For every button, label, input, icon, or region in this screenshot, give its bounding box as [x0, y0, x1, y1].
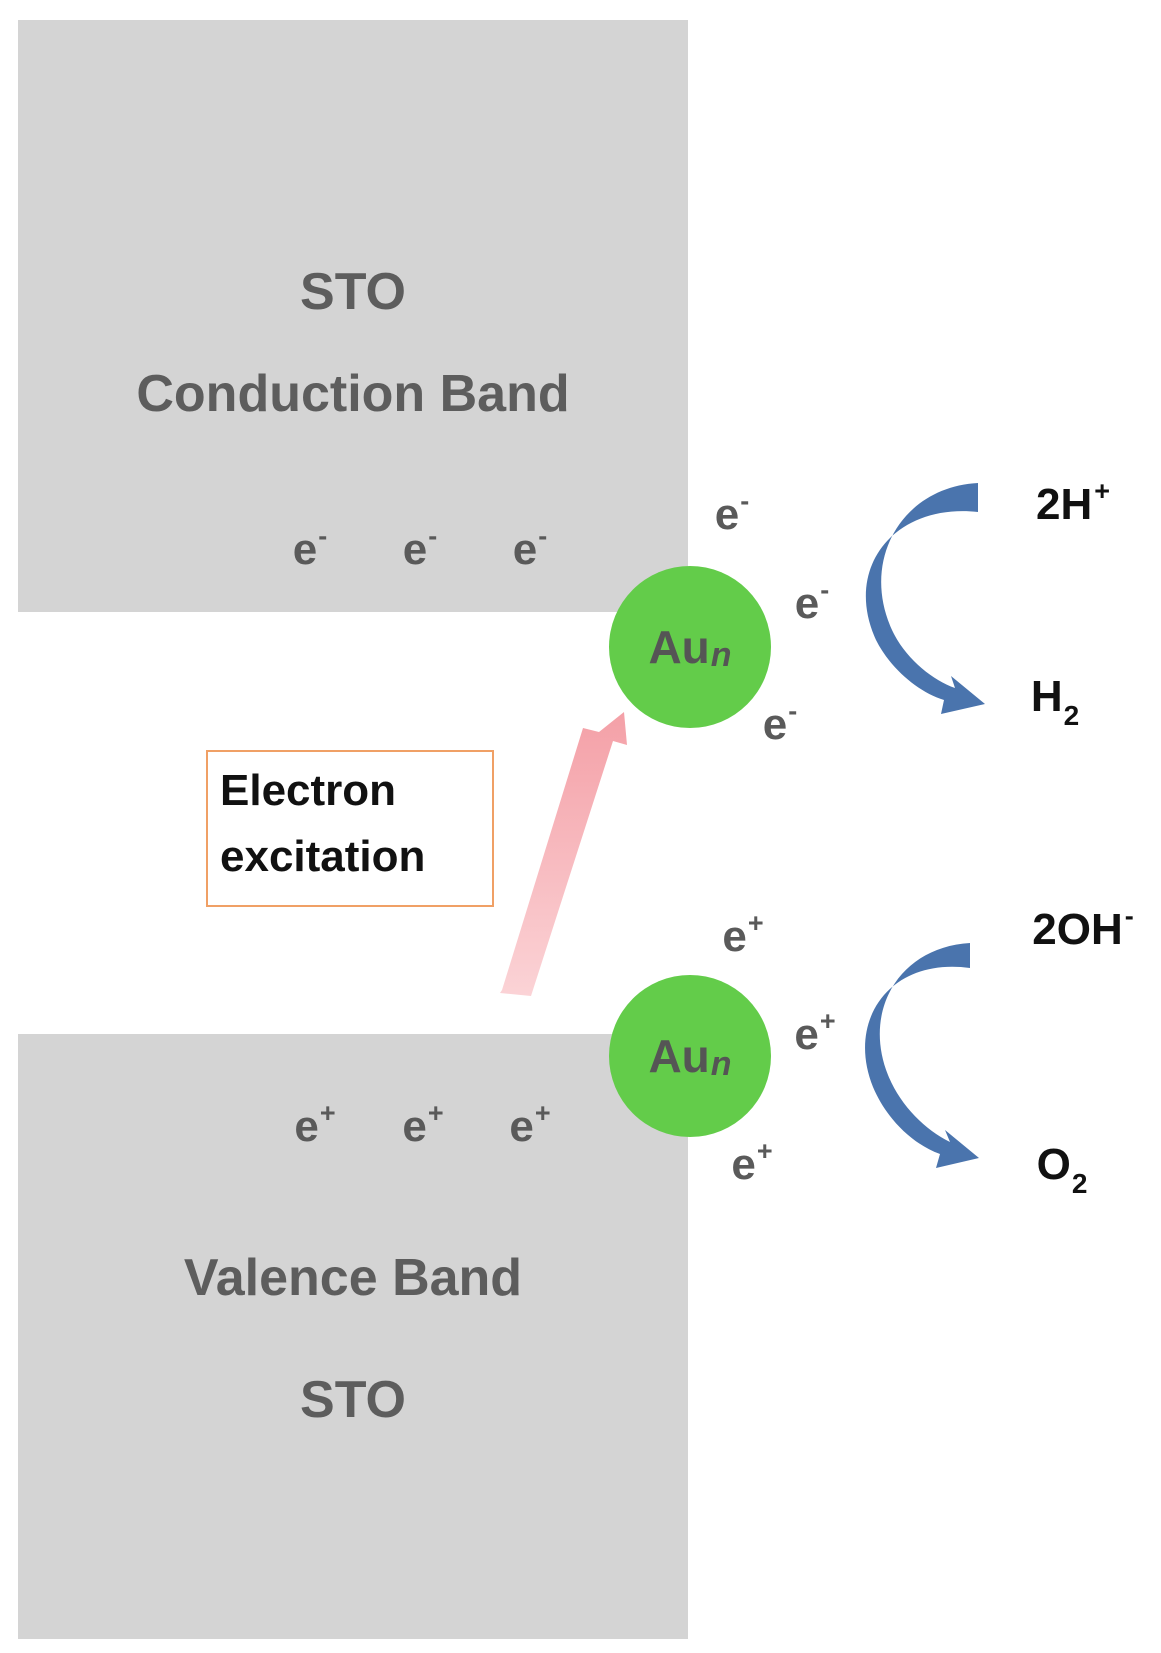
- au-label: Au: [648, 1030, 710, 1082]
- au-subscript: n: [710, 635, 732, 674]
- excitation-arrow-icon: [500, 712, 627, 996]
- cluster-hole: e+: [731, 1136, 773, 1189]
- excitation-label-line2: excitation: [220, 832, 426, 881]
- cluster-hole: e+: [794, 1006, 836, 1059]
- oxidation-curved-arrow-icon: [865, 943, 979, 1168]
- valence-band-material: STO: [300, 1371, 406, 1429]
- reduction-reactant: 2H+: [1035, 476, 1111, 529]
- excitation-label-box: Electron excitation: [206, 750, 494, 907]
- valence-band-label: Valence Band: [183, 1249, 523, 1307]
- conduction-band-label: Conduction Band: [136, 365, 570, 423]
- reduction-curved-arrow-icon: [865, 483, 985, 714]
- au-subscript: n: [710, 1044, 732, 1083]
- conduction-band: [18, 20, 688, 612]
- cluster-electron: e-: [794, 575, 830, 628]
- oxidation-reactant: 2OH-: [1032, 901, 1134, 954]
- valence-hole: e+: [509, 1098, 551, 1151]
- conduction-electron: e-: [402, 521, 438, 574]
- cluster-electron: e-: [762, 696, 798, 749]
- au-label: Au: [648, 621, 710, 673]
- cluster-electron: e-: [714, 486, 750, 539]
- conduction-electron: e-: [292, 521, 328, 574]
- reduction-product: H2: [1030, 672, 1080, 731]
- conduction-band-material: STO: [300, 263, 406, 321]
- oxidation-product: O2: [1036, 1140, 1088, 1199]
- valence-band: [18, 1034, 688, 1639]
- conduction-electron: e-: [512, 521, 548, 574]
- cluster-hole: e+: [722, 908, 764, 961]
- valence-hole: e+: [402, 1098, 444, 1151]
- excitation-label-line1: Electron: [220, 766, 397, 815]
- valence-hole: e+: [294, 1098, 336, 1151]
